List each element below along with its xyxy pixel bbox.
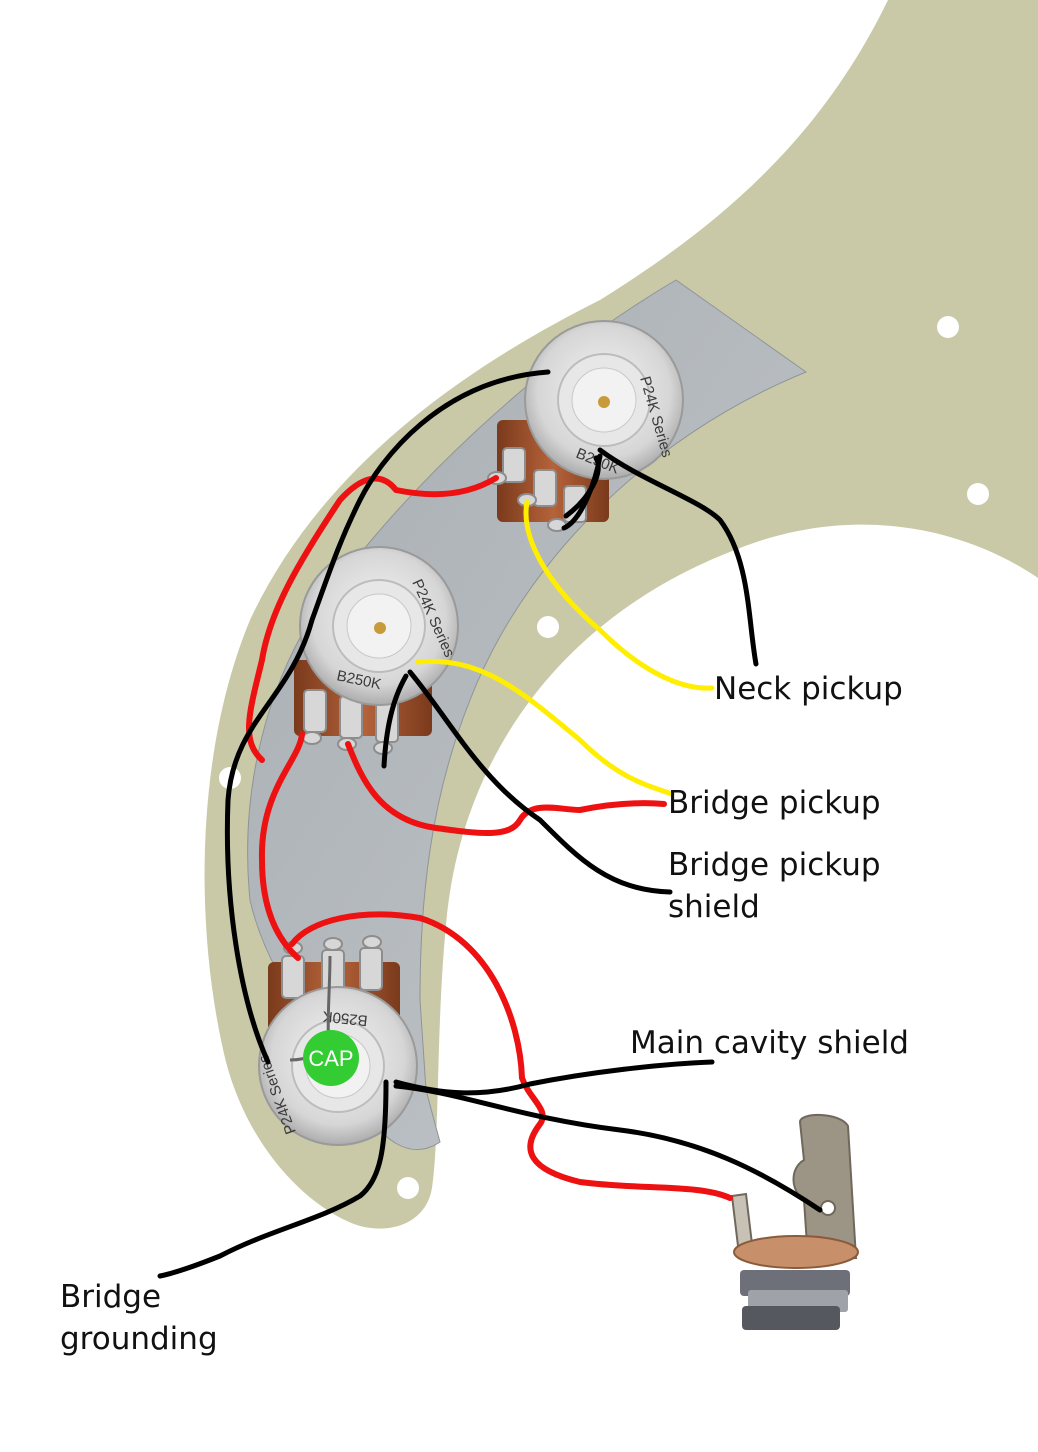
pot-shaft: [374, 622, 386, 634]
output-jack[interactable]: [730, 1113, 859, 1330]
mounting-hole: [537, 616, 559, 638]
neck-pickup-label: Neck pickup: [714, 671, 903, 707]
capacitor[interactable]: CAP: [303, 1030, 359, 1086]
ground-wires: [157, 369, 823, 1279]
bridge-pot[interactable]: B250K P24K Series: [294, 546, 459, 755]
bridge-grounding-label-line1: Bridge: [60, 1279, 162, 1315]
neck-pot-ground: [563, 455, 601, 519]
capacitor-body: [303, 1030, 359, 1086]
neck-pickup-shield-wire: [597, 447, 759, 667]
mounting-hole: [937, 316, 959, 338]
jack-tip-lug: [730, 1192, 754, 1248]
mounting-hole: [967, 483, 989, 505]
jack-solder-hole: [820, 1200, 836, 1216]
bridge-pot-ground: [381, 673, 409, 769]
pot-value-label: B250K: [322, 1007, 369, 1029]
hot-wire-bridge-to-tone: [258, 731, 305, 961]
pickup-wires: [415, 499, 715, 797]
jack-washer: [733, 1235, 859, 1269]
hot-wire-bridge-pickup: [345, 741, 667, 836]
bridge-pickup-label: Bridge pickup: [668, 785, 881, 821]
jack-nut: [740, 1270, 850, 1296]
pot-shaft: [598, 396, 610, 408]
bridge-pickup-shield-label-line1: Bridge pickup: [668, 847, 881, 883]
jack-ground-wire: [393, 1083, 823, 1213]
main-cavity-shield-wire: [393, 1059, 715, 1096]
mounting-hole: [561, 1169, 567, 1175]
bridge-grounding-wire: [157, 1079, 389, 1279]
ground-wire-neck-pot-to-tone: [224, 369, 551, 1065]
bridge-pickup-shield-label-line2: shield: [668, 889, 760, 925]
bridge-pickup-shield-wire: [407, 669, 673, 895]
jack-nut: [742, 1306, 840, 1330]
bridge-pickup-wire: [415, 658, 675, 797]
mounting-hole: [525, 286, 547, 308]
bridge-grounding-label-line2: grounding: [60, 1321, 218, 1357]
hot-wire-neck-to-bridge: [246, 475, 499, 763]
bridge-grounding-label: Bridge grounding: [60, 1276, 218, 1360]
main-cavity-shield-label: Main cavity shield: [630, 1025, 909, 1061]
mounting-holes: [219, 286, 989, 1199]
bridge-pickup-shield-label: Bridge pickup shield: [668, 844, 881, 928]
mounting-hole: [397, 1177, 419, 1199]
neck-pickup-wire: [523, 499, 715, 691]
hot-wires: [246, 475, 733, 1201]
hot-wire-tone-to-jack: [289, 911, 733, 1201]
capacitor-label: CAP: [308, 1046, 353, 1071]
pot-lugs: [281, 935, 383, 999]
